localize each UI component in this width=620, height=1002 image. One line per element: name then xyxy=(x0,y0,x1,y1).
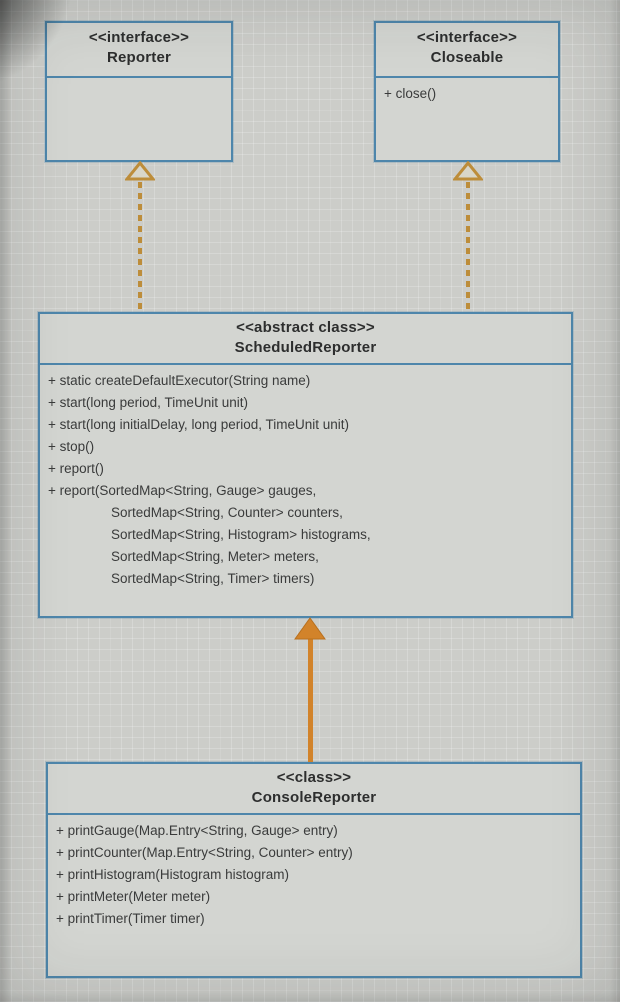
open-triangle-arrowhead-icon xyxy=(125,161,155,181)
stereotype-label: <<class>> xyxy=(276,769,352,786)
stereotype-label: <<interface>> xyxy=(88,29,190,46)
class-header-scheduled-reporter: <<abstract class>> ScheduledReporter xyxy=(40,314,571,365)
class-body-closeable: + close() xyxy=(376,78,558,110)
method-line: + printMeter(Meter meter) xyxy=(56,889,211,904)
class-body-scheduled-reporter: + static createDefaultExecutor(String na… xyxy=(40,365,571,595)
method-line: + start(long initialDelay, long period, … xyxy=(48,417,350,432)
class-header-closeable: <<interface>> Closeable xyxy=(376,23,558,78)
class-name: Closeable xyxy=(430,49,504,66)
method-line: + printCounter(Map.Entry<String, Counter… xyxy=(56,845,353,860)
class-box-closeable: <<interface>> Closeable + close() xyxy=(374,21,560,162)
method-line: + printHistogram(Histogram histogram) xyxy=(56,867,289,882)
class-name: Reporter xyxy=(106,49,172,66)
method-line-continuation: SortedMap<String, Meter> meters, xyxy=(111,549,319,564)
method-line: + printGauge(Map.Entry<String, Gauge> en… xyxy=(56,823,338,838)
class-box-console-reporter: <<class>> ConsoleReporter + printGauge(M… xyxy=(46,762,582,978)
class-name: ScheduledReporter xyxy=(234,339,377,356)
method-line: + stop() xyxy=(48,439,95,454)
realization-line-reporter xyxy=(138,182,142,312)
class-box-scheduled-reporter: <<abstract class>> ScheduledReporter + s… xyxy=(38,312,573,618)
method-line: + static createDefaultExecutor(String na… xyxy=(48,373,311,388)
class-header-console-reporter: <<class>> ConsoleReporter xyxy=(48,764,580,815)
method-line: + start(long period, TimeUnit unit) xyxy=(48,395,248,410)
class-name: ConsoleReporter xyxy=(251,789,377,806)
inheritance-line-scheduled-reporter xyxy=(308,638,313,762)
class-box-reporter: <<interface>> Reporter xyxy=(45,21,233,162)
method-line: + printTimer(Timer timer) xyxy=(56,911,205,926)
class-body-reporter xyxy=(47,78,231,88)
method-close: + close() xyxy=(384,86,437,101)
stereotype-label: <<abstract class>> xyxy=(236,319,375,336)
realization-line-closeable xyxy=(466,182,470,312)
open-triangle-arrowhead-icon xyxy=(453,161,483,181)
method-line-continuation: SortedMap<String, Timer> timers) xyxy=(111,571,315,586)
stereotype-label: <<interface>> xyxy=(416,29,518,46)
class-body-console-reporter: + printGauge(Map.Entry<String, Gauge> en… xyxy=(48,815,580,935)
class-header-reporter: <<interface>> Reporter xyxy=(47,23,231,78)
method-line-continuation: SortedMap<String, Counter> counters, xyxy=(111,505,343,520)
method-line-continuation: SortedMap<String, Histogram> histograms, xyxy=(111,527,371,542)
method-line: + report() xyxy=(48,461,104,476)
filled-triangle-arrowhead-icon xyxy=(294,617,326,640)
method-line: + report(SortedMap<String, Gauge> gauges… xyxy=(48,483,317,498)
